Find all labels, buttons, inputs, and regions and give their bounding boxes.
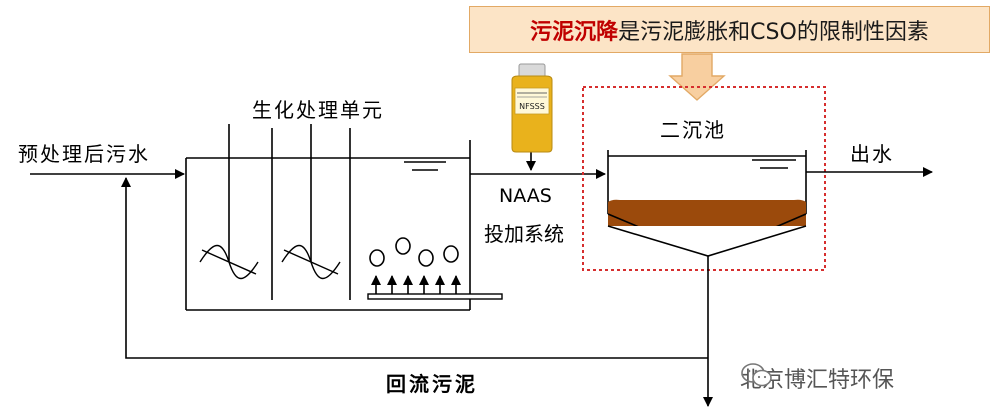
banner: 污泥沉降是污泥膨胀和CSO的限制性因素 [469,6,990,53]
clarifier [607,150,807,257]
wechat-icon [741,363,772,387]
aeration-bubbles [369,237,459,267]
aeration-diffuser [367,275,503,300]
banner-rest: 是污泥膨胀和CSO的限制性因素 [618,19,929,45]
influent-label: 预处理后污水 [18,142,150,166]
bottle-label: NFSSS [519,102,545,111]
clarifier-highlight-box [582,86,826,271]
sludge-layer [608,199,806,226]
bio-tank [185,128,471,311]
naas-label: NAAS [499,185,552,207]
banner-arrow [668,53,726,101]
return-sludge-line [121,177,708,359]
mixer-1 [199,124,259,280]
mixer-2 [281,124,341,280]
chemical-bottle-icon: NFSSS [511,63,553,153]
effluent-label: 出水 [850,142,894,166]
banner-highlight: 污泥沉降 [530,19,619,45]
bio-unit-label: 生化处理单元 [252,98,384,122]
return-sludge-label: 回流污泥 [386,372,478,396]
dosing-system-label: 投加系统 [484,222,564,246]
clarifier-label: 二沉池 [660,118,726,142]
watermark: 北京博汇特环保 [740,362,894,394]
